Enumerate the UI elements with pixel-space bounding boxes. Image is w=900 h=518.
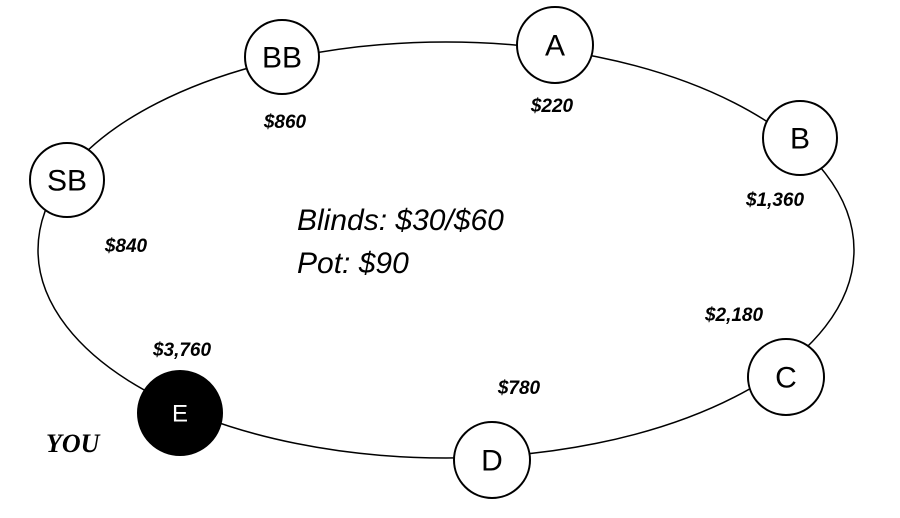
- pot-text: Pot: $90: [297, 247, 409, 280]
- seat-c-label: C: [775, 362, 797, 395]
- seat-sb-stack: $840: [104, 236, 148, 257]
- seat-b-label: B: [790, 123, 810, 156]
- seat-sb: SB: [29, 142, 105, 218]
- seat-b-circle: [762, 100, 838, 176]
- seat-d-stack: $780: [497, 378, 541, 399]
- seat-e-stack: $3,760: [152, 340, 212, 361]
- seat-sb-label: SB: [47, 165, 87, 198]
- seat-a-stack: $220: [530, 96, 574, 117]
- seat-d-label: D: [481, 445, 503, 478]
- seat-bb-label: BB: [262, 42, 302, 75]
- seat-b-stack: $1,360: [745, 190, 805, 211]
- seat-d-circle: [453, 421, 531, 499]
- seat-c-circle: [747, 338, 825, 416]
- seat-c: C: [747, 338, 825, 416]
- seat-sb-circle: [29, 142, 105, 218]
- seat-a: A: [516, 6, 594, 84]
- seat-a-label: A: [545, 30, 565, 63]
- seat-c-stack: $2,180: [704, 305, 764, 326]
- seat-bb: BB: [244, 19, 320, 95]
- seat-d: D: [453, 421, 531, 499]
- seat-e-label: E: [172, 401, 188, 428]
- blinds-text: Blinds: $30/$60: [297, 204, 504, 237]
- seat-bb-circle: [244, 19, 320, 95]
- seat-e: E: [137, 370, 223, 456]
- seat-bb-stack: $860: [263, 112, 307, 133]
- seat-a-circle: [516, 6, 594, 84]
- you-label: YOU: [46, 429, 101, 458]
- seat-b: B: [762, 100, 838, 176]
- table-outline: [37, 41, 855, 459]
- seat-e-circle: [137, 370, 223, 456]
